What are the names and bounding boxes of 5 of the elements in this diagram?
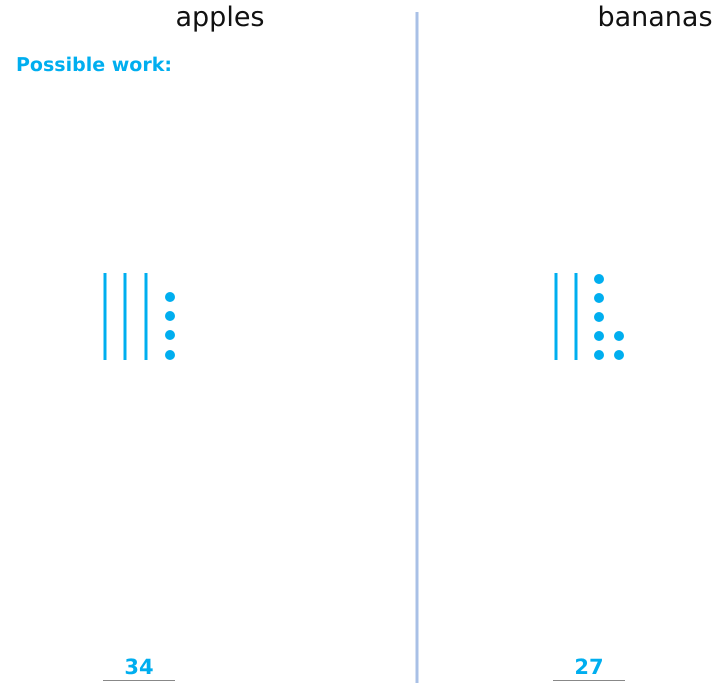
work-heading: Possible work: [16,54,172,76]
column-heading: apples [176,2,264,33]
answer-line: 27 [553,654,625,681]
answer-line: 34 [103,654,175,681]
column-heading: bananas [597,2,713,33]
